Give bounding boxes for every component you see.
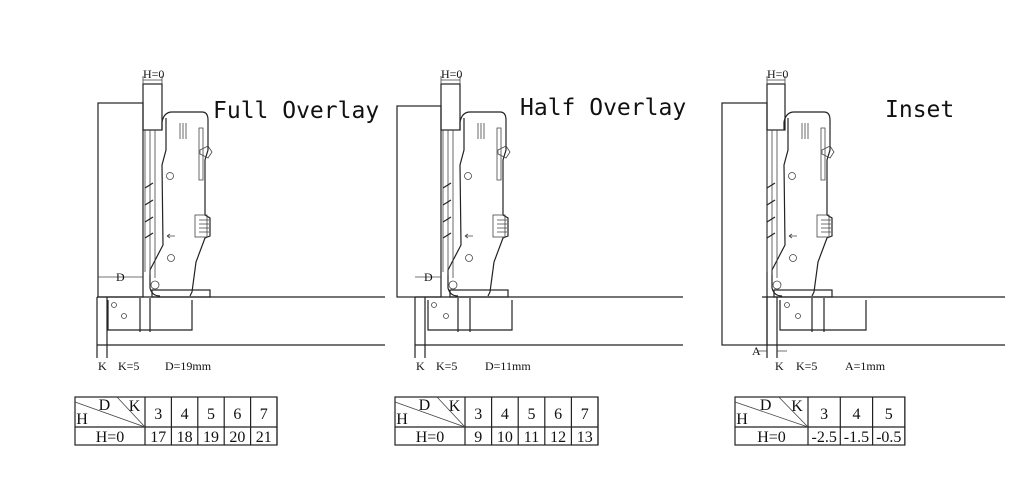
k-value-cell: 7 [581,406,589,423]
k-value-cell: 4 [181,406,189,423]
k-value-cell: 6 [554,406,562,423]
h-label: H=0 [143,67,164,81]
d-value-cell: 20 [229,429,245,446]
hinge-cup [779,298,867,332]
d-value-cell: 11 [524,429,539,446]
a-label: A [752,344,761,358]
k-value: K=5 [796,359,817,373]
hinge-cup [427,298,513,332]
k-value-cell: 3 [820,406,828,423]
cabinet-side [96,296,385,358]
hinge-icon [144,111,213,298]
title-half-overlay: Half Overlay [520,95,686,121]
hinge-icon [766,111,835,298]
dimension-tables: D K H 3 4 5 6 7H=0 17 18 19 20 21 D K H 3 4 5 6 7H=0 9 10 11 12 1… [74,396,906,446]
half-overlay-drawing: H=0 D K K=5 D=11mm Half Overlay [396,67,686,373]
k-value-cell: 5 [885,406,893,423]
hinge-icon [442,111,511,298]
k-label: K [98,359,107,373]
d-value-cell: 18 [177,429,193,446]
d-value-cell: -0.5 [876,429,901,446]
corner-k: K [791,398,803,415]
k-value-cell: 4 [501,406,509,423]
h-label: H=0 [441,67,462,81]
dimension-table: D K H 3 4 5H=0 -2.5 -1.5 -0.5 [734,396,906,446]
cabinet-edge [142,83,163,131]
row-label: H=0 [416,429,445,446]
d-value-cell: 12 [550,429,566,446]
k-value-cell: 5 [207,406,215,423]
corner-h: H [76,411,88,428]
d-value-cell: 9 [474,429,482,446]
d-value-cell: -2.5 [811,429,836,446]
k-value-cell: 3 [154,406,162,423]
d-value-cell: 10 [497,429,513,446]
d-label: D [116,270,125,284]
title-inset: Inset [885,97,954,123]
d-value-cell: 21 [256,429,272,446]
dimension-table: D K H 3 4 5 6 7H=0 17 18 19 20 21 [74,396,278,446]
k-value: K=5 [436,359,457,373]
k-label: K [775,359,784,373]
hinge-cup [107,298,193,332]
door-panel [97,102,144,298]
d-label: D [424,270,433,284]
d-value-cell: 19 [203,429,219,446]
row-label: H=0 [757,429,786,446]
cabinet-side [762,296,1005,358]
dimension-value: D=11mm [485,359,531,373]
k-value-cell: 4 [852,406,860,423]
corner-h: H [736,411,748,428]
cabinet-edge [766,83,786,131]
k-value: K=5 [118,359,139,373]
corner-k: K [129,398,141,415]
cabinet-side [414,296,683,358]
h-label: H=0 [767,67,788,81]
dimension-value: D=19mm [165,359,212,373]
door-panel [396,105,442,298]
k-value-cell: 7 [260,406,268,423]
title-full-overlay: Full Overlay [213,98,379,124]
corner-d: D [760,397,772,414]
d-value-cell: -1.5 [844,429,869,446]
k-value-cell: 6 [233,406,241,423]
door-panel [721,102,768,346]
corner-d: D [99,397,111,414]
dimension-table: D K H 3 4 5 6 7H=0 9 10 11 12 13 [394,396,599,446]
row-label: H=0 [96,429,125,446]
corner-d: D [419,397,431,414]
k-value-cell: 5 [528,406,536,423]
inset-drawing: H=0 A K K=5 A=1mm Inset [721,67,1005,373]
corner-k: K [449,398,461,415]
corner-h: H [396,411,408,428]
k-value-cell: 3 [474,406,482,423]
d-value-cell: 17 [150,429,166,446]
full-overlay-drawing: H=0 D K K=5 D=19mm Full Overlay [96,67,385,373]
cabinet-edge [440,83,461,131]
k-label: K [416,359,425,373]
dimension-value: A=1mm [845,359,886,373]
d-value-cell: 13 [577,429,593,446]
